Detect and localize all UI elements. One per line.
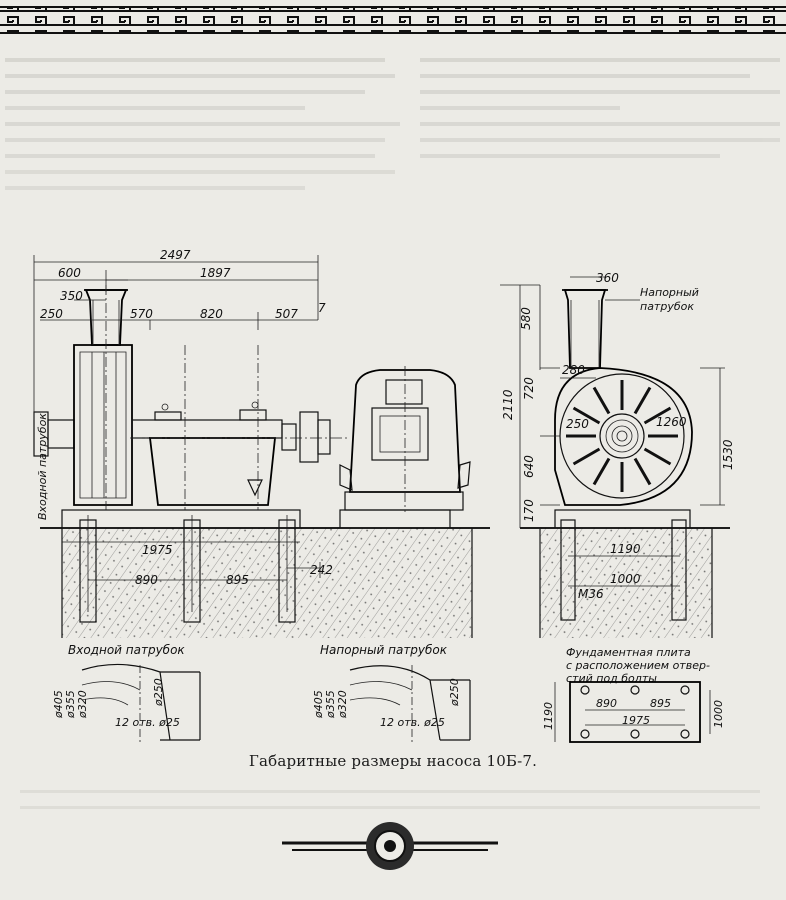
casing-rib	[572, 447, 601, 466]
pressure-d405: ø405	[312, 690, 325, 719]
casing-rib	[592, 457, 611, 486]
side-base-plate	[61, 509, 301, 529]
pressure-d250: ø250	[448, 678, 461, 707]
casing-rib	[633, 457, 652, 486]
plate-bolt-hole	[580, 685, 590, 695]
label-pressure-nozzle-top: Напорный патрубок	[640, 286, 702, 313]
pressure-d320: ø320	[336, 690, 349, 719]
inlet-d320: ø320	[76, 690, 89, 719]
dim-2110: 2110	[501, 389, 515, 420]
label-foundation-line2: с расположением отвер-	[566, 659, 710, 672]
dim-600: 600	[58, 266, 81, 280]
side-pump-casing	[73, 285, 133, 510]
label-foundation-line3: стий под болты	[566, 672, 657, 685]
figure-caption: Габаритные размеры насоса 10Б-7.	[248, 752, 538, 770]
plate-1000: 1000	[712, 700, 725, 728]
label-inlet-nozzle-side: Входной патрубок	[36, 413, 49, 520]
pressure-holes: 12 отв. ø25	[380, 716, 445, 729]
dim-350: 350	[60, 289, 83, 303]
side-view: 2497 600 1897 350 250 570 820 507 7 1975…	[33, 248, 490, 638]
dim-170: 170	[522, 499, 536, 522]
label-foundation-line1: Фундаментная плита	[566, 646, 691, 659]
side-dimensions	[33, 255, 321, 581]
end-discharge-nozzle	[562, 289, 608, 369]
motor-base	[339, 509, 451, 529]
inlet-d355: ø355	[64, 690, 77, 719]
plate-bolt-hole	[680, 685, 690, 695]
dim-820: 820	[200, 307, 223, 321]
casing-rib	[592, 386, 611, 415]
dim-1190-end: 1190	[610, 542, 641, 556]
plate-bolt-hole	[630, 685, 640, 695]
end-dimensions	[500, 276, 725, 587]
dim-1897: 1897	[200, 266, 231, 280]
casing-rib	[643, 447, 672, 466]
inlet-holes: 12 отв. ø25	[115, 716, 180, 729]
dim-242: 242	[310, 563, 333, 577]
label-pressure-nozzle-detail: Напорный патрубок	[320, 643, 448, 657]
bolt-m36-label: М36	[578, 587, 604, 601]
top-ornament-border	[0, 6, 786, 34]
end-view: 360 580 2110 720 640 170 1530 280 250 12…	[500, 271, 735, 638]
dim-640: 640	[522, 455, 536, 478]
bottom-ornament-emblem	[282, 822, 498, 870]
plate-bolt-hole	[680, 729, 690, 739]
dim-7: 7	[318, 301, 326, 315]
dim-895-side: 895	[226, 573, 249, 587]
side-foundation	[40, 515, 490, 638]
plate-bolt-hole	[580, 729, 590, 739]
side-electric-motor	[339, 366, 471, 512]
side-bearing-frame	[130, 345, 350, 510]
plate-bolt-holes	[580, 685, 690, 739]
label-foundation-plate: Фундаментная плита с расположением отвер…	[566, 646, 713, 685]
dim-250-side: 250	[40, 307, 63, 321]
label-inlet-nozzle-side-text: Входной патрубок	[36, 413, 49, 520]
dim-1000-end: 1000	[610, 572, 641, 586]
dim-360: 360	[596, 271, 619, 285]
foundation-plate-plan: Фундаментная плита с расположением отвер…	[542, 646, 725, 743]
pressure-d355: ø355	[324, 690, 337, 719]
plate-895: 895	[650, 697, 671, 710]
inlet-d405: ø405	[52, 690, 65, 719]
end-casing-ribs	[566, 380, 678, 492]
dim-507: 507	[275, 307, 298, 321]
label-inlet-nozzle-detail: Входной патрубок	[68, 643, 185, 657]
dim-overall-length: 2497	[160, 248, 191, 262]
dim-1530: 1530	[721, 439, 735, 470]
dim-1975-side: 1975	[142, 543, 173, 557]
dim-250-end: 250	[566, 417, 589, 431]
end-base-plate	[554, 509, 691, 529]
label-pressure-nozzle-line1: Напорный	[640, 286, 699, 299]
plate-1190: 1190	[542, 702, 555, 730]
dim-280: 280	[562, 363, 585, 377]
casing-rib	[633, 386, 652, 415]
dim-580: 580	[519, 307, 533, 330]
plate-bolt-hole	[630, 729, 640, 739]
plate-1975: 1975	[622, 714, 650, 727]
casing-rib	[643, 406, 672, 425]
inlet-flange-detail: Входной патрубок ø405 ø355 ø320 ø250 12 …	[52, 643, 201, 745]
label-pressure-nozzle-line2: патрубок	[640, 300, 694, 313]
dim-720: 720	[522, 377, 536, 400]
dim-1260: 1260	[656, 415, 687, 429]
pressure-flange-detail: Напорный патрубок ø405 ø355 ø320 ø250 12…	[312, 643, 471, 745]
inlet-d250: ø250	[152, 678, 165, 707]
dim-890-side: 890	[135, 573, 158, 587]
plate-890: 890	[596, 697, 617, 710]
bleed-through-text	[5, 58, 780, 809]
dim-570: 570	[130, 307, 153, 321]
casing-rib	[572, 406, 601, 425]
